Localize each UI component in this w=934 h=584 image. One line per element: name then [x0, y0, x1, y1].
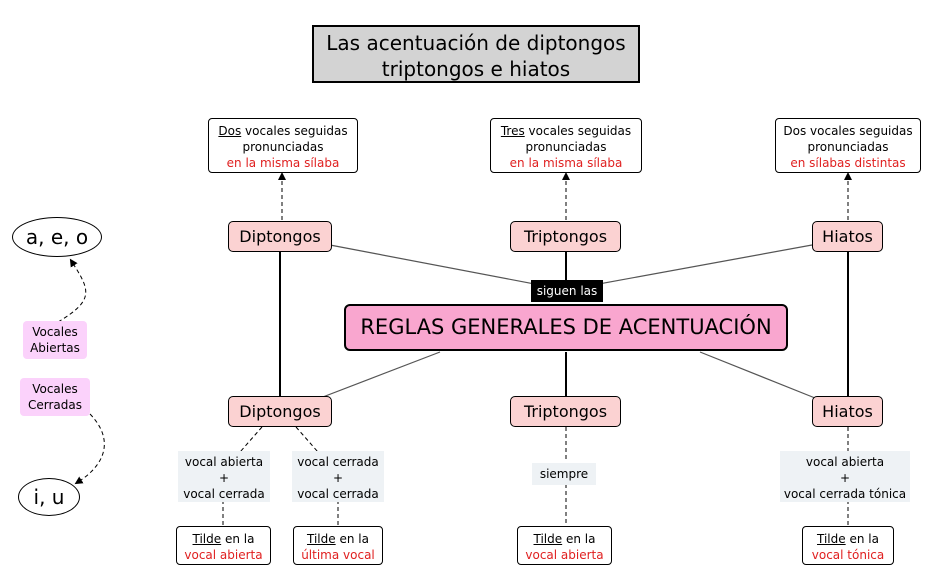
- cerradas-l1: Vocales: [32, 382, 78, 396]
- def-diptongos-underlined: Dos: [218, 124, 242, 138]
- link-label-hiatos: vocal abierta + vocal cerrada tónica: [780, 451, 910, 502]
- cerradas-l2: Cerradas: [28, 398, 82, 412]
- dash-dip-left-1: [239, 426, 263, 453]
- link-dip-right-l3: vocal cerrada: [297, 487, 379, 501]
- label-vocales-abiertas: Vocales Abiertas: [23, 321, 87, 359]
- node-top-diptongos[interactable]: Diptongos: [228, 221, 332, 252]
- def-diptongos-rest: vocales seguidas: [241, 124, 348, 138]
- abiertas-l1: Vocales: [32, 325, 78, 339]
- link-dip-right-l1: vocal cerrada: [297, 455, 379, 469]
- def-diptongos-line2: pronunciadas: [242, 140, 324, 154]
- link-hiatos-l2: +: [839, 471, 851, 485]
- link-hiatos-l3: vocal cerrada tónica: [783, 487, 907, 501]
- rule-dip-ultima: Tilde en la última vocal: [293, 526, 383, 565]
- connector-label: siguen las: [531, 280, 603, 302]
- def-hiatos-red: en sílabas distintas: [790, 156, 906, 170]
- def-triptongos-red: en la misma sílaba: [509, 156, 623, 170]
- def-triptongos-underlined: Tres: [500, 124, 525, 138]
- rule3-red: vocal abierta: [525, 548, 604, 562]
- definition-diptongos: Dos vocales seguidas pronunciadas en la …: [208, 118, 358, 173]
- page-title: Las acentuación de diptongos triptongos …: [312, 25, 640, 83]
- link-hiatos-l1: vocal abierta: [805, 455, 885, 469]
- definition-hiatos: Dos vocales seguidas pronunciadas en síl…: [775, 118, 921, 173]
- rule4-underlined: Tilde: [817, 532, 846, 546]
- arrow-cerradas: [74, 413, 105, 485]
- rule1-rest: en la: [221, 532, 255, 546]
- link-dip-left-l3: vocal cerrada: [183, 487, 265, 501]
- rule-dip-abierta: Tilde en la vocal abierta: [176, 526, 271, 565]
- central-node[interactable]: REGLAS GENERALES DE ACENTUACIÓN: [344, 304, 788, 351]
- label-vocales-cerradas: Vocales Cerradas: [20, 378, 90, 416]
- rule3-underlined: Tilde: [533, 532, 563, 546]
- closed-vowels-oval: i, u: [18, 478, 80, 516]
- title-line-1: Las acentuación de diptongos: [326, 31, 626, 55]
- def-hiatos-line2: pronunciadas: [807, 140, 889, 154]
- def-triptongos-line2: pronunciadas: [525, 140, 607, 154]
- rule4-red: vocal tónica: [811, 548, 885, 562]
- def-diptongos-red: en la misma sílaba: [226, 156, 340, 170]
- definition-triptongos: Tres vocales seguidas pronunciadas en la…: [490, 118, 642, 173]
- rule2-rest: en la: [335, 532, 369, 546]
- rule-hiatos-tonica: Tilde en la vocal tónica: [802, 526, 894, 565]
- rule1-red: vocal abierta: [184, 548, 263, 562]
- arrow-abiertas: [57, 258, 87, 323]
- node-bottom-triptongos[interactable]: Triptongos: [510, 396, 621, 427]
- open-vowels-oval: a, e, o: [12, 217, 102, 257]
- def-triptongos-rest: vocales seguidas: [524, 124, 632, 138]
- line-central-bottom-diptongos: [314, 351, 441, 401]
- def-hiatos-line1: Dos vocales seguidas: [783, 124, 913, 138]
- dash-dip-right-1: [295, 426, 319, 453]
- abiertas-l2: Abiertas: [30, 341, 80, 355]
- rule3-rest: en la: [562, 532, 596, 546]
- rule1-underlined: Tilde: [192, 532, 222, 546]
- node-top-triptongos[interactable]: Triptongos: [510, 221, 621, 252]
- link-label-dip-abierta-cerrada: vocal abierta + vocal cerrada: [178, 451, 270, 502]
- title-line-2: triptongos e hiatos: [381, 57, 571, 81]
- link-dip-left-l1: vocal abierta: [184, 455, 264, 469]
- rule2-red: última vocal: [301, 548, 375, 562]
- rule-trip-abierta: Tilde en la vocal abierta: [517, 526, 612, 565]
- link-dip-left-l2: +: [218, 471, 230, 485]
- rule2-underlined: Tilde: [307, 532, 336, 546]
- line-central-top-hiatos: [565, 244, 813, 291]
- link-dip-right-l2: +: [332, 471, 344, 485]
- link-label-siempre: siempre: [532, 463, 596, 485]
- node-top-hiatos[interactable]: Hiatos: [812, 221, 883, 252]
- link-label-dip-cerrada-cerrada: vocal cerrada + vocal cerrada: [292, 451, 384, 502]
- node-bottom-diptongos[interactable]: Diptongos: [228, 396, 332, 427]
- line-central-top-diptongos: [329, 244, 567, 291]
- line-central-bottom-hiatos: [699, 351, 821, 401]
- node-bottom-hiatos[interactable]: Hiatos: [812, 396, 883, 427]
- rule4-rest: en la: [845, 532, 879, 546]
